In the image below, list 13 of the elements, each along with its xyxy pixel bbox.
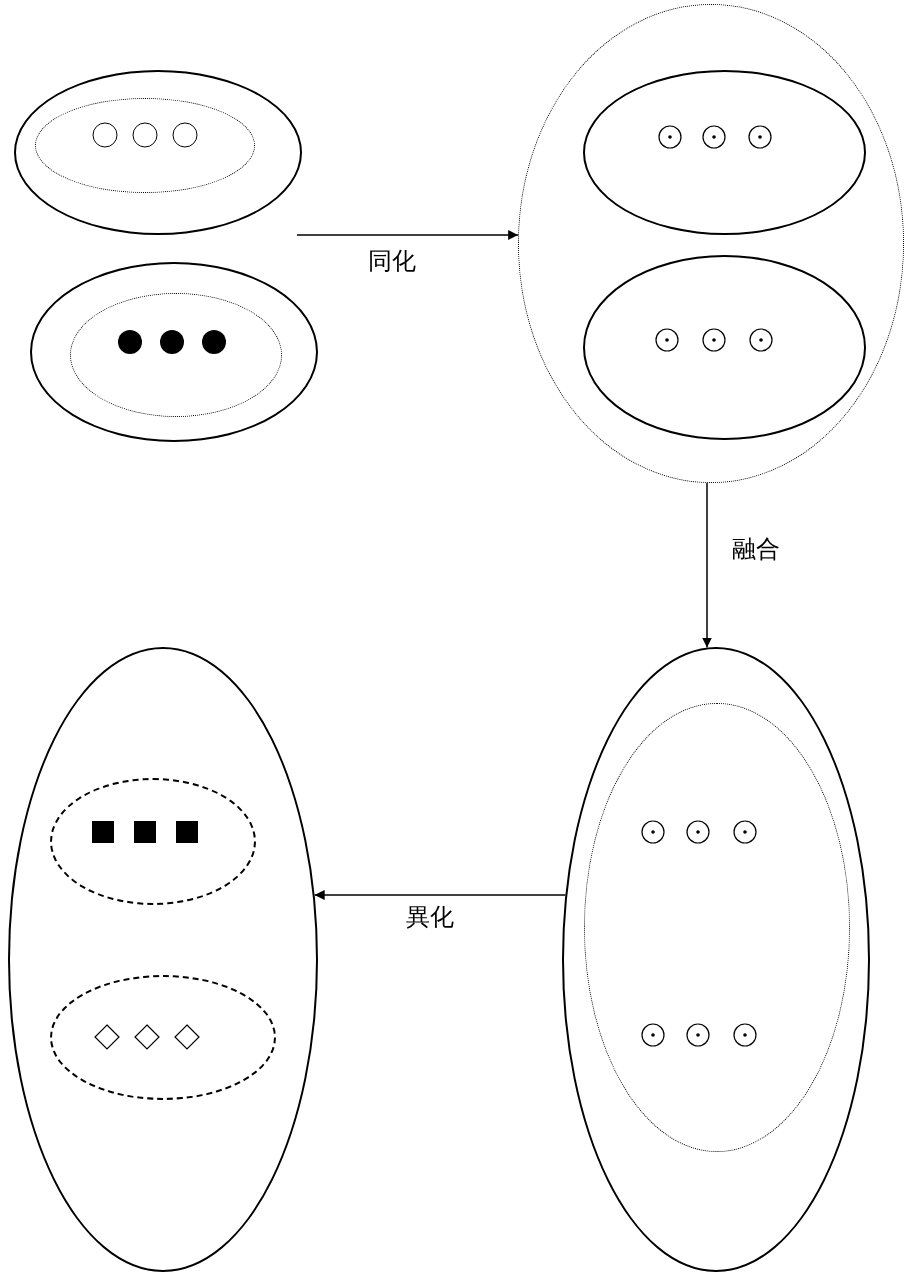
edge-label: 異化: [404, 904, 456, 930]
ellipse: [30, 262, 318, 442]
ellipse: [582, 254, 866, 440]
arrow: [313, 890, 567, 900]
ellipse: [14, 70, 302, 235]
ellipse: [582, 69, 866, 235]
ellipse: [562, 647, 870, 1272]
arrow: [296, 230, 519, 240]
edge-label: 融合: [730, 536, 782, 562]
dashed-ellipse: [50, 778, 256, 905]
dashed-ellipse: [50, 975, 276, 1100]
arrow: [702, 482, 712, 649]
ellipse: [8, 647, 318, 1272]
